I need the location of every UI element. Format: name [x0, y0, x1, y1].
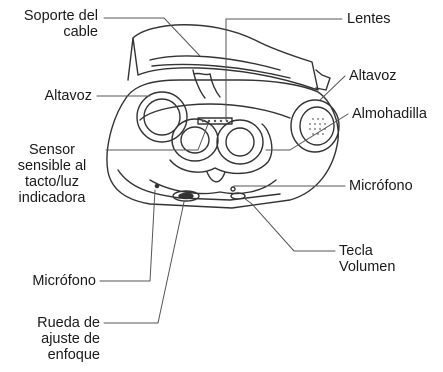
label-touch-sensor-line-2: sensible al — [0, 158, 104, 174]
label-speaker-right-line-1: Altavoz — [349, 68, 397, 84]
label-volume-key: Tecla Volumen — [339, 243, 395, 275]
label-microphone-right: Micrófono — [349, 178, 413, 194]
label-microphone-right-line-1: Micrófono — [349, 178, 413, 194]
label-focus-wheel-line-1: Rueda de — [0, 315, 100, 331]
label-volume-key-line-1: Tecla — [339, 243, 395, 259]
label-cable-holder: Soporte del cable — [0, 8, 98, 40]
label-touch-sensor-line-3: tacto/luz — [0, 174, 104, 190]
label-lenses: Lentes — [347, 11, 391, 27]
label-microphone-left: Micrófono — [0, 273, 96, 289]
label-cable-holder-line-1: Soporte del — [0, 8, 98, 24]
label-speaker-left-line-1: Altavoz — [0, 88, 92, 104]
lens-left-shape — [172, 119, 218, 161]
label-speaker-right: Altavoz — [349, 68, 397, 84]
lens-right-shape — [217, 120, 263, 164]
label-cushion-line-1: Almohadilla — [352, 106, 427, 122]
label-touch-sensor: Sensor sensible al tacto/luz indicadora — [0, 142, 104, 206]
label-touch-sensor-line-4: indicadora — [0, 190, 104, 206]
label-cable-holder-line-2: cable — [0, 24, 98, 40]
label-focus-wheel-line-2: ajuste de — [0, 331, 100, 347]
label-cushion: Almohadilla — [352, 106, 427, 122]
label-focus-wheel: Rueda de ajuste de enfoque — [0, 315, 100, 363]
label-volume-key-line-2: Volumen — [339, 259, 395, 275]
label-microphone-left-line-1: Micrófono — [0, 273, 96, 289]
label-focus-wheel-line-3: enfoque — [0, 347, 100, 363]
label-lenses-line-1: Lentes — [347, 11, 391, 27]
label-speaker-left: Altavoz — [0, 88, 92, 104]
label-touch-sensor-line-1: Sensor — [0, 142, 104, 158]
